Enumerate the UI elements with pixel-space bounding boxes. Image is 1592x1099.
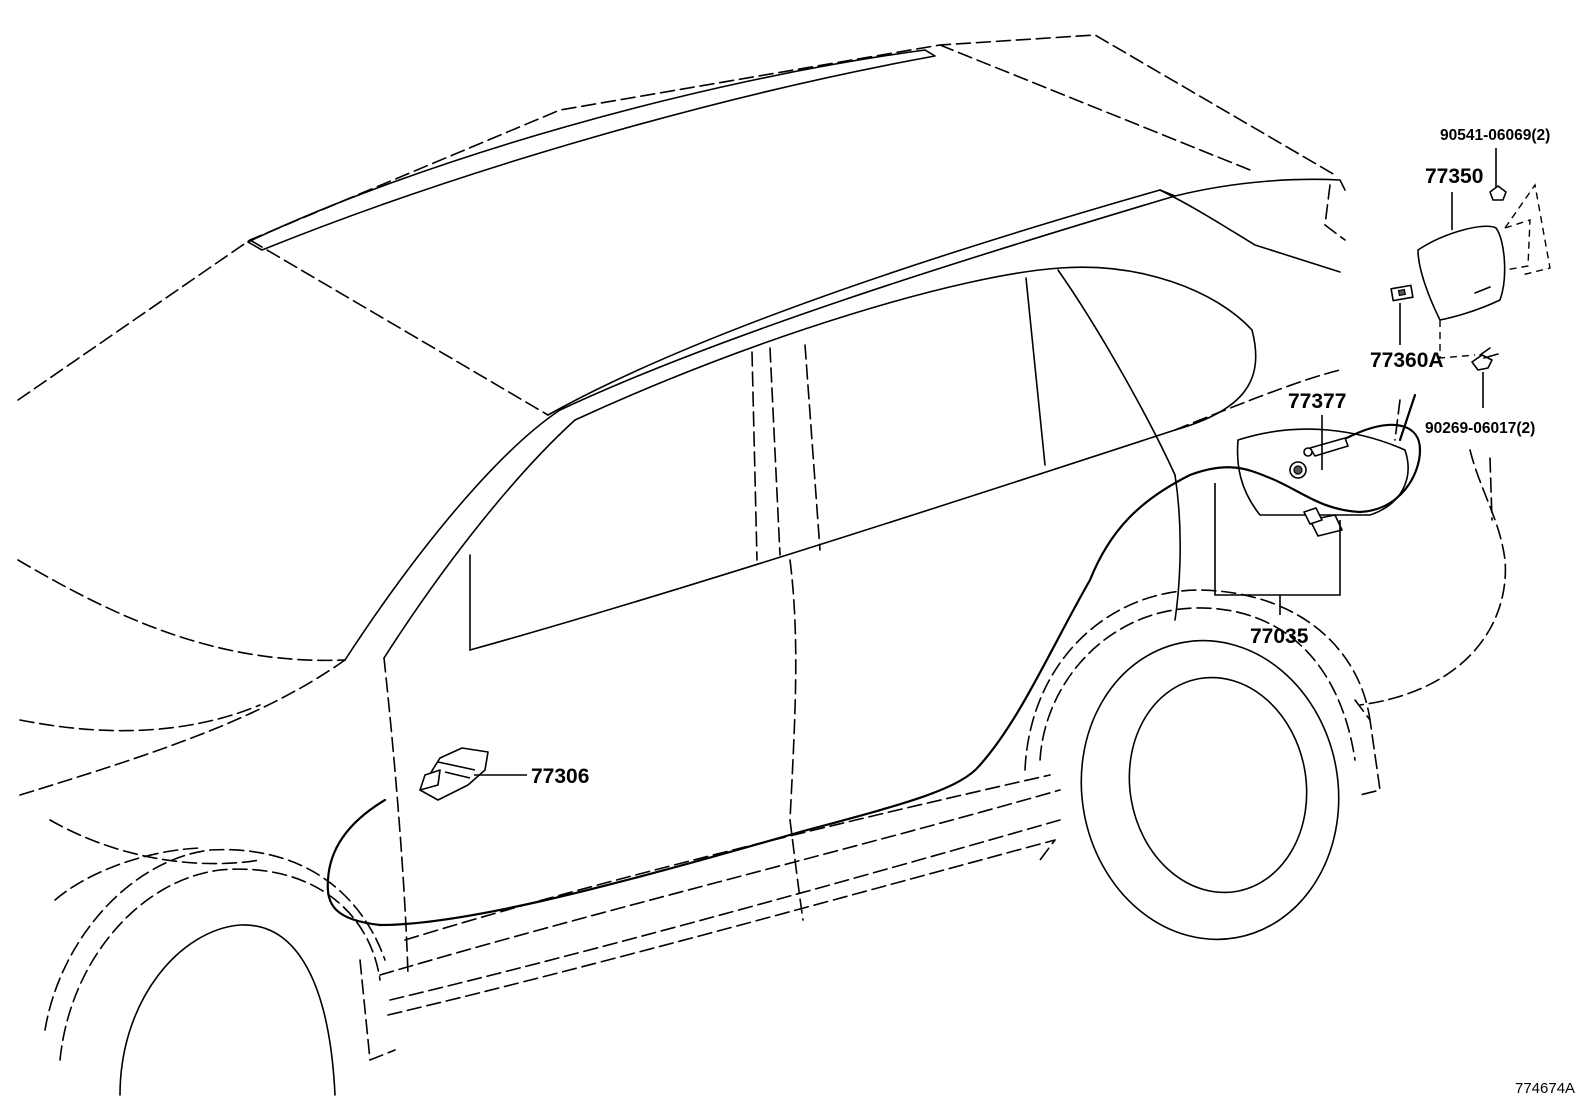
fuel-lid-open-spring-77377 [1289, 461, 1307, 479]
label-90541: 90541-06069(2) [1440, 127, 1550, 144]
clip-90269 [1471, 347, 1499, 371]
cushion-77360a [1390, 284, 1414, 302]
label-77377: 77377 [1288, 390, 1346, 413]
label-77360a: 77360A [1370, 349, 1444, 372]
hinge-bolt-90541 [1489, 185, 1507, 201]
label-77035: 77035 [1250, 625, 1309, 648]
fuel-lid-cable [326, 393, 1422, 927]
fuel-lid-opener-lever [419, 747, 489, 801]
vehicle-body-outline [17, 34, 1507, 1016]
fuel-filler-door-77350 [1417, 183, 1551, 359]
rear-wheel [1024, 589, 1381, 941]
leader-lines [474, 148, 1497, 776]
front-wheel [44, 848, 396, 1096]
label-90269: 90269-06017(2) [1425, 420, 1535, 437]
part-labels: 90541-06069(2) 77350 77360A 90269-06017(… [531, 127, 1575, 1097]
diagram-code: 774674A [1515, 1080, 1575, 1097]
label-77306: 77306 [531, 765, 589, 788]
fuel-door-housing [1236, 399, 1409, 516]
label-77350: 77350 [1425, 165, 1483, 188]
fuel-lid-lock-actuator [1303, 507, 1343, 537]
